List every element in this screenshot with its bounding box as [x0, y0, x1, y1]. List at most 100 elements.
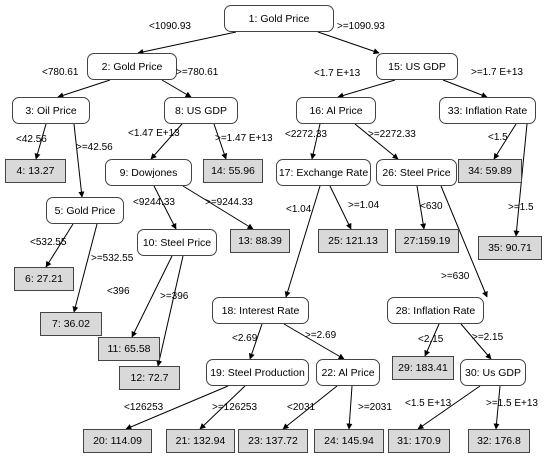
node-3: 3: Oil Price [12, 97, 90, 124]
edge-label-10-12: >=396 [160, 291, 189, 302]
node-17: 17: Exchange Rate [276, 159, 371, 186]
leaf-14: 14: 55.96 [203, 159, 263, 183]
edge-17-18 [284, 185, 321, 298]
edge-19-20 [125, 385, 229, 430]
edge-19-21 [199, 385, 246, 430]
edge-1-2 [137, 31, 237, 55]
edge-28-30 [460, 323, 492, 360]
edge-label-26-28: >=630 [441, 271, 470, 282]
leaf-31: 31: 170.9 [388, 429, 450, 453]
edge-3-4 [34, 123, 47, 160]
edge-label-22-24: >=2031 [358, 402, 392, 413]
edge-28-29 [424, 323, 440, 357]
edge-label-18-22: >=2.69 [305, 330, 337, 341]
edge-label-28-29: <2.15 [418, 334, 444, 345]
edge-33-34 [493, 123, 517, 160]
edge-label-3-4: <42.56 [16, 134, 47, 145]
edge-label-2-3: <780.61 [42, 67, 79, 78]
edge-label-33-34: <1.5 [488, 132, 508, 143]
node-18: 18: Interest Rate [212, 297, 309, 324]
node-1: 1: Gold Price [224, 5, 334, 32]
edge-10-11 [131, 255, 173, 338]
leaf-24: 24: 145.94 [314, 429, 384, 453]
leaf-21: 21: 132.94 [166, 429, 235, 453]
leaf-32: 32: 176.8 [468, 429, 530, 453]
node-2: 2: Gold Price [87, 53, 177, 80]
edge-label-5-6: <532.55 [30, 237, 67, 248]
edge-9-13 [182, 185, 254, 230]
edge-label-17-18: <1.04 [286, 204, 312, 215]
node-5: 5: Gold Price [46, 197, 124, 224]
edge-label-19-21: >=126253 [212, 402, 258, 413]
leaf-34: 34: 59.89 [458, 159, 522, 183]
edge-2-3 [57, 79, 111, 99]
edge-label-1-15: >=1090.93 [337, 21, 385, 32]
edge-18-22 [283, 323, 345, 360]
edge-label-10-11: <396 [107, 286, 130, 297]
edge-label-2-8: >=780.61 [176, 67, 219, 78]
edge-label-8-14: >=1.47 E+13 [215, 133, 273, 144]
leaf-35: 35: 90.71 [478, 236, 542, 260]
node-8: 8: US GDP [164, 97, 238, 124]
node-33: 33: Inflation Rate [439, 97, 536, 124]
edge-label-26-27: <630 [420, 201, 443, 212]
edge-3-5 [73, 123, 85, 198]
edge-5-6 [45, 223, 74, 268]
edge-10-12 [156, 255, 184, 367]
edge-label-18-19: <2.69 [232, 333, 258, 344]
node-26: 26: Steel Price [376, 159, 457, 186]
edge-label-22-23: <2031 [287, 402, 316, 413]
edge-label-17-25: >=1.04 [348, 200, 380, 211]
leaf-6: 6: 27.21 [14, 267, 74, 291]
node-19: 19: Steel Production [206, 359, 309, 386]
edge-label-30-32: >=1.5 E+13 [486, 398, 538, 409]
edge-22-23 [282, 385, 338, 430]
edge-label-9-13: >=9244.33 [205, 197, 253, 208]
node-22: 22: Al Price [316, 359, 380, 386]
node-30: 30: Us GDP [460, 359, 526, 386]
leaf-11: 11: 65.58 [98, 337, 160, 361]
node-28: 28: Inflation Rate [387, 297, 484, 324]
edge-label-19-20: <126253 [124, 402, 164, 413]
edge-15-16 [337, 79, 396, 99]
edge-8-9 [150, 123, 183, 160]
edge-2-8 [161, 79, 192, 98]
edge-label-8-9: <1.47 E+13 [128, 128, 180, 139]
edge-26-27 [416, 185, 427, 230]
edge-label-16-26: >=2272.33 [368, 129, 416, 140]
edge-label-28-30: >=2.15 [472, 332, 504, 343]
edge-30-32 [493, 385, 501, 430]
node-16: 16: Al Price [296, 97, 376, 124]
edge-26-28 [440, 185, 488, 298]
edge-label-15-16: <1.7 E+13 [314, 68, 361, 79]
leaf-7: 7: 36.02 [40, 312, 102, 336]
edge-label-16-17: <2272.33 [285, 129, 327, 140]
leaf-13: 13: 88.39 [230, 229, 290, 253]
edge-18-19 [248, 323, 263, 360]
edge-label-3-5: >=42.56 [76, 142, 113, 153]
edge-5-7 [72, 223, 98, 313]
node-9: 9: Dowjones [105, 159, 192, 186]
leaf-20: 20: 114.09 [83, 429, 152, 453]
leaf-12: 12: 72.7 [119, 366, 180, 390]
edge-17-25 [329, 185, 352, 230]
node-15: 15: US GDP [376, 53, 458, 80]
node-10: 10: Steel Price [137, 229, 217, 256]
edge-9-10 [153, 185, 177, 230]
edge-label-9-10: <9244.33 [133, 197, 175, 208]
leaf-23: 23: 137.72 [238, 429, 308, 453]
leaf-27: 27:159.19 [395, 229, 459, 253]
edge-16-26 [354, 123, 399, 160]
edge-8-14 [213, 123, 228, 160]
edge-30-31 [417, 385, 481, 430]
edge-22-24 [346, 385, 353, 430]
edge-label-1-2: <1090.93 [149, 21, 191, 32]
edge-label-15-33: >=1.7 E+13 [471, 67, 523, 78]
leaf-29: 29: 183.41 [392, 356, 454, 380]
leaf-25: 25: 121.13 [318, 229, 388, 253]
edge-label-33-35: >=1.5 [508, 202, 534, 213]
edge-label-5-7: >=532.55 [91, 253, 134, 264]
leaf-4: 4: 13.27 [5, 159, 66, 183]
